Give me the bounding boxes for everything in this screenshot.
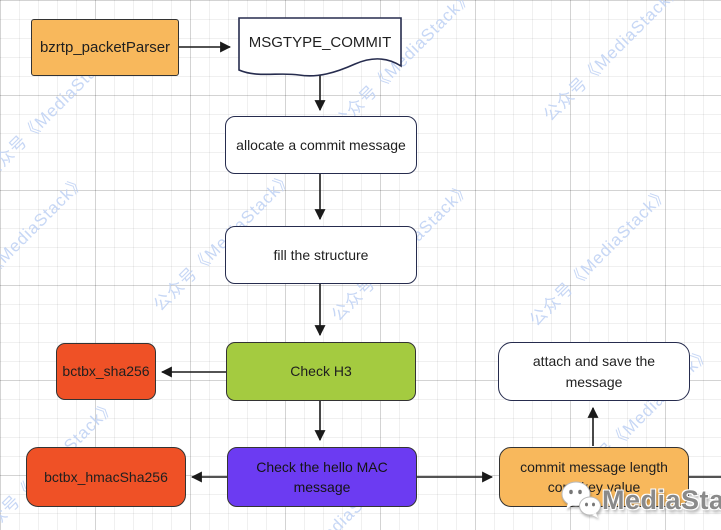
node-label: Check H3 — [290, 363, 352, 380]
node-bctbx-hmacsha256: bctbx_hmacSha256 — [26, 447, 186, 507]
node-fill-the-structure: fill the structure — [225, 226, 417, 284]
node-label: attach and save the message — [532, 353, 656, 390]
logo-brand-text: MediaStack — [602, 484, 721, 515]
node-label: bctbx_hmacSha256 — [44, 468, 168, 485]
node-label: bctbx_sha256 — [62, 363, 150, 380]
node-label: MSGTYPE_COMMIT — [248, 33, 392, 51]
mediastack-logo: MediaStack — [560, 480, 721, 520]
node-check-h3: Check H3 — [226, 342, 416, 401]
node-label: allocate a commit message — [236, 136, 406, 153]
node-attach-and-save: attach and save the message — [498, 342, 690, 401]
node-allocate-commit-message: allocate a commit message — [225, 116, 417, 174]
node-label: Check the hello MAC message — [256, 458, 388, 495]
wechat-chat-bubbles-icon — [561, 481, 601, 518]
node-label: bzrtp_packetParser — [39, 38, 171, 56]
node-bzrtp-packet-parser: bzrtp_packetParser — [31, 19, 179, 76]
node-label: fill the structure — [273, 246, 369, 263]
node-bctbx-sha256: bctbx_sha256 — [56, 343, 156, 400]
node-check-hello-mac: Check the hello MAC message — [227, 447, 417, 507]
node-msgtype-commit: MSGTYPE_COMMIT — [237, 16, 403, 86]
document-shape — [238, 17, 402, 77]
node-commit-message-length: commit message length copy key value — [499, 447, 689, 507]
